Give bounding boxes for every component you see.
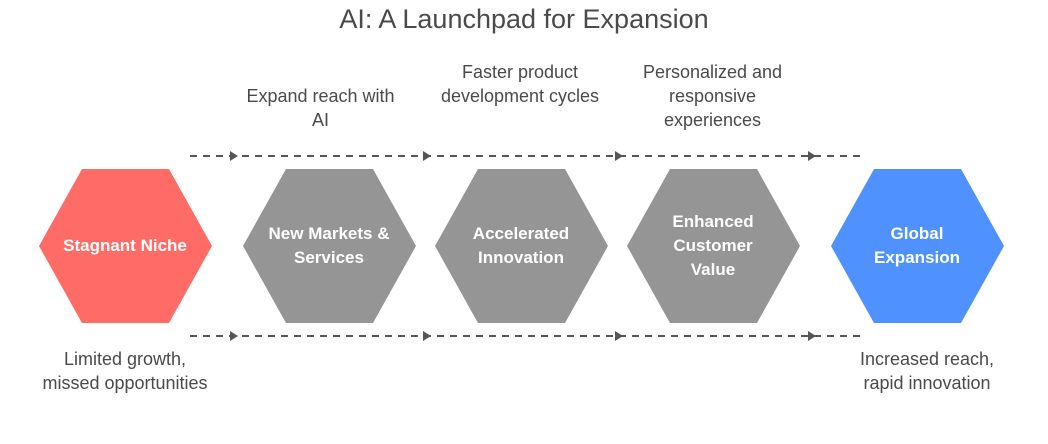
arrow-icon	[615, 151, 623, 161]
hexagon-stagnant-niche	[39, 169, 212, 323]
hexagon-accelerated-innovation	[435, 169, 608, 323]
stage-label: Enhanced Customer Value	[672, 212, 754, 279]
arrow-icon	[230, 331, 238, 341]
stage-caption: Faster product development cycles	[440, 62, 600, 106]
arrow-icon	[808, 331, 816, 341]
arrow-icon	[808, 151, 816, 161]
stage-caption: Expand reach with AI	[246, 86, 395, 130]
arrow-icon	[423, 151, 431, 161]
arrow-icon	[423, 331, 431, 341]
diagram-title: AI: A Launchpad for Expansion	[339, 4, 709, 34]
hexagon-enhanced-customer-value	[627, 169, 800, 323]
stage-label: New Markets & Services	[268, 224, 390, 267]
hexagon-global-expansion	[831, 169, 1004, 323]
stage-caption: Personalized and responsive experiences	[642, 62, 783, 130]
stage-label: Global Expansion	[874, 224, 960, 267]
arrow-icon	[230, 151, 238, 161]
stage-label: Stagnant Niche	[63, 236, 187, 255]
stage-caption: Increased reach, rapid innovation	[859, 349, 995, 393]
hexagon-new-markets	[243, 169, 416, 323]
stage-caption: Limited growth, missed opportunities	[42, 349, 208, 393]
arrow-icon	[615, 331, 623, 341]
stage-label: Accelerated Innovation	[472, 224, 570, 267]
